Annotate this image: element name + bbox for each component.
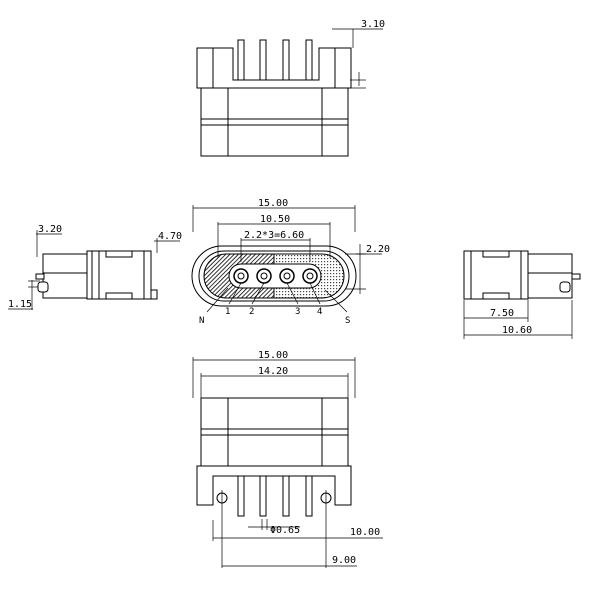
left-side-view: 3.20 4.70 1.15 xyxy=(8,224,182,310)
dim-left-right: 4.70 xyxy=(158,231,182,242)
right-side-view: 7.50 10.60 xyxy=(463,250,581,339)
dim-front-overall: 15.00 xyxy=(258,198,288,209)
front-pin-2 xyxy=(256,268,272,284)
label-pin-4: 4 xyxy=(317,307,322,317)
front-view: 15.00 10.50 2.2*3=6.60 2.20 xyxy=(191,198,390,326)
dim-bottom-pin: Φ0.65 xyxy=(270,525,300,536)
label-n: N xyxy=(199,316,204,326)
dim-bottom-right-upper: 10.00 xyxy=(350,527,380,538)
dim-right-inner: 7.50 xyxy=(490,308,514,319)
label-s: S xyxy=(345,316,350,326)
label-pin-2: 2 xyxy=(249,307,254,317)
dim-left-bottom: 1.15 xyxy=(8,299,32,310)
front-pin-1 xyxy=(233,268,249,284)
dim-front-side: 2.20 xyxy=(366,244,390,255)
dim-front-pitch: 2.2*3=6.60 xyxy=(244,230,304,241)
label-pin-3: 3 xyxy=(295,307,300,317)
front-pin-3 xyxy=(279,268,295,284)
bottom-view: 15.00 14.20 Φ0.65 10.00 9.00 xyxy=(192,350,383,568)
dim-left-top: 3.20 xyxy=(38,224,62,235)
label-pin-1: 1 xyxy=(225,307,230,317)
dim-right-overall: 10.60 xyxy=(502,325,532,336)
front-pin-4 xyxy=(302,268,318,284)
dim-top-right: 3.10 xyxy=(361,19,385,30)
dim-bottom-overall: 15.00 xyxy=(258,350,288,361)
top-view: 3.10 xyxy=(196,19,385,157)
dim-bottom-inner: 14.20 xyxy=(258,366,288,377)
dim-front-inner: 10.50 xyxy=(260,214,290,225)
dim-bottom-right-lower: 9.00 xyxy=(332,555,356,566)
